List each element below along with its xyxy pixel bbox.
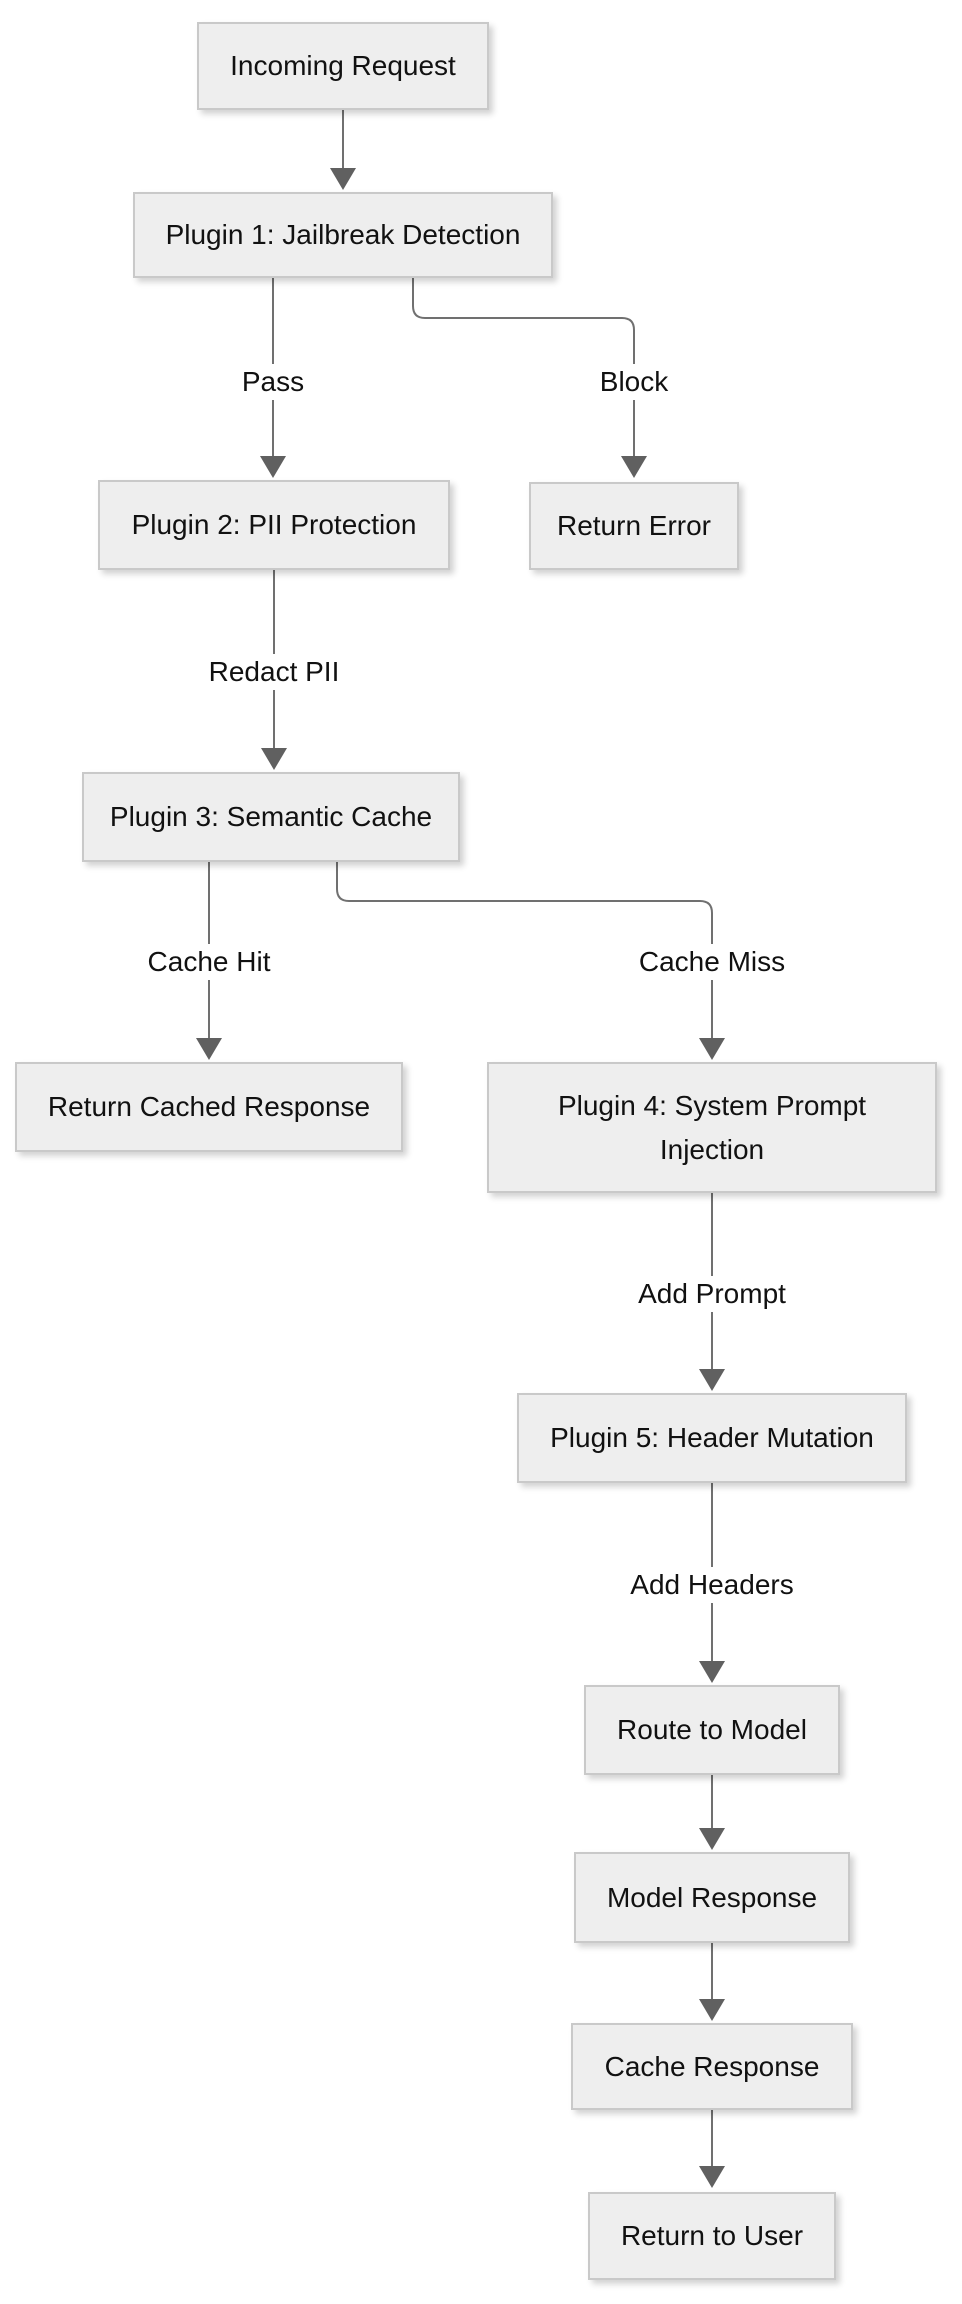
node-plugin2-pii-protection: Plugin 2: PII Protection	[98, 480, 450, 570]
arrowhead-plugin2-to-plugin3	[261, 748, 287, 770]
edge-label-add-prompt: Add Prompt	[630, 1276, 794, 1312]
arrowhead-model-response-to-cache-response	[699, 1999, 725, 2021]
edge-label-cache-hit: Cache Hit	[139, 944, 279, 980]
arrowhead-plugin1-to-return-error	[621, 456, 647, 478]
node-route-to-model: Route to Model	[584, 1685, 840, 1775]
arrowhead-plugin5-to-route	[699, 1661, 725, 1683]
arrowhead-incoming-to-plugin1	[330, 168, 356, 190]
arrowhead-cache-response-to-return-user	[699, 2166, 725, 2188]
node-cache-response: Cache Response	[571, 2023, 853, 2110]
node-model-response: Model Response	[574, 1852, 850, 1943]
node-return-error: Return Error	[529, 482, 739, 570]
arrowhead-plugin3-to-return-cached	[196, 1038, 222, 1060]
node-return-to-user: Return to User	[588, 2192, 836, 2280]
edge-plugin1-to-return-error	[412, 278, 635, 458]
node-return-cached-response: Return Cached Response	[15, 1062, 403, 1152]
arrowhead-plugin4-to-plugin5	[699, 1369, 725, 1391]
edge-label-redact-pii: Redact PII	[200, 654, 348, 690]
edge-label-pass: Pass	[233, 364, 313, 400]
node-plugin3-semantic-cache: Plugin 3: Semantic Cache	[82, 772, 460, 862]
node-incoming-request: Incoming Request	[197, 22, 489, 110]
arrowhead-plugin3-to-plugin4	[699, 1038, 725, 1060]
arrowhead-route-to-model-response	[699, 1828, 725, 1850]
arrowhead-plugin1-to-plugin2	[260, 456, 286, 478]
node-plugin5-header-mutation: Plugin 5: Header Mutation	[517, 1393, 907, 1483]
edge-plugin3-to-plugin4	[336, 862, 713, 1040]
node-plugin1-jailbreak-detection: Plugin 1: Jailbreak Detection	[133, 192, 553, 278]
edge-label-cache-miss: Cache Miss	[630, 944, 794, 980]
edge-label-add-headers: Add Headers	[622, 1567, 802, 1603]
node-plugin4-system-prompt-injection: Plugin 4: System Prompt Injection	[487, 1062, 937, 1193]
edge-label-block: Block	[591, 364, 677, 400]
